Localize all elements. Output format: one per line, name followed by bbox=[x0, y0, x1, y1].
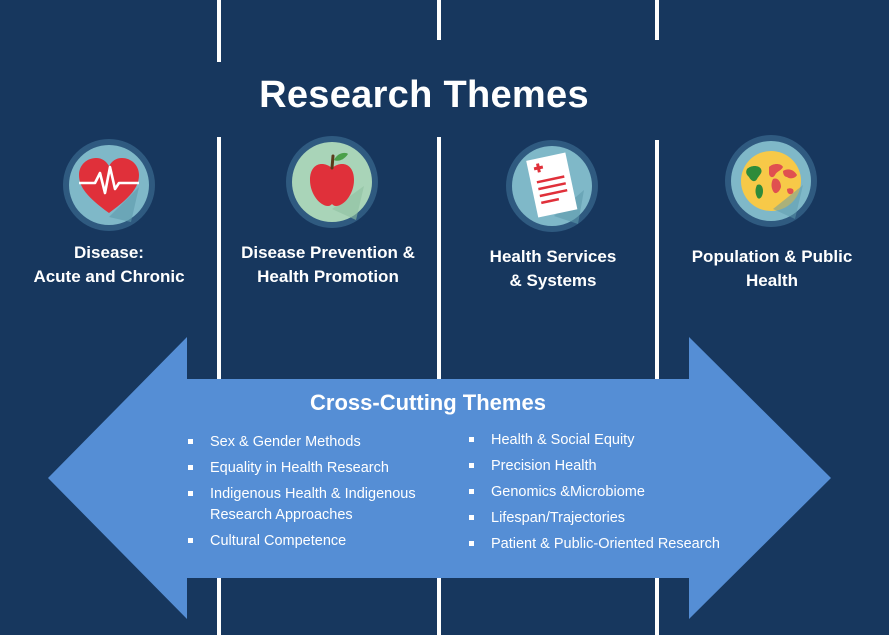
list-item: Health & Social Equity bbox=[467, 430, 767, 451]
list-item: Precision Health bbox=[467, 456, 767, 477]
theme-label-line: Acute and Chronic bbox=[33, 267, 185, 286]
list-item-text: Indigenous Health & Indigenous bbox=[210, 486, 416, 502]
column-divider bbox=[655, 578, 659, 635]
list-item: Equality in Health Research bbox=[186, 458, 466, 479]
apple-icon bbox=[284, 134, 380, 230]
list-item: Cultural Competence bbox=[186, 531, 466, 552]
theme-label-line: Health bbox=[746, 271, 798, 290]
theme-label-line: Health Services bbox=[489, 247, 617, 266]
list-item-text: Lifespan/Trajectories bbox=[491, 510, 626, 526]
list-item-text: Sex & Gender Methods bbox=[210, 434, 361, 450]
column-divider bbox=[655, 0, 659, 40]
column-divider bbox=[437, 0, 441, 40]
list-item: Lifespan/Trajectories bbox=[467, 508, 767, 529]
document-icon bbox=[504, 138, 600, 234]
theme-label-line: & Systems bbox=[509, 271, 597, 290]
list-item: Genomics &Microbiome bbox=[467, 482, 767, 503]
list-item-text: Cultural Competence bbox=[210, 533, 347, 549]
list-item-text: Research Approaches bbox=[210, 507, 353, 523]
theme-label-line: Health Promotion bbox=[257, 267, 399, 286]
cross-cutting-list-right: Health & Social Equity Precision Health … bbox=[467, 430, 767, 560]
theme-label-line: Population & Public bbox=[691, 247, 853, 266]
column-divider bbox=[217, 0, 221, 62]
theme-disease-prevention: Disease Prevention & Health Promotion bbox=[228, 241, 428, 289]
theme-label-line: Disease: bbox=[74, 243, 144, 262]
theme-population-public-health: Population & Public Health bbox=[672, 245, 872, 293]
theme-health-services: Health Services & Systems bbox=[453, 245, 653, 293]
column-divider bbox=[655, 140, 659, 379]
page-title: Research Themes bbox=[259, 74, 589, 116]
theme-label-line: Disease Prevention & bbox=[241, 243, 415, 262]
heart-icon bbox=[61, 137, 157, 233]
list-item-text: Precision Health bbox=[491, 458, 597, 474]
column-divider bbox=[217, 137, 221, 379]
theme-disease-acute-chronic: Disease: Acute and Chronic bbox=[9, 241, 209, 289]
cross-cutting-title: Cross-Cutting Themes bbox=[310, 390, 546, 415]
column-divider bbox=[437, 137, 441, 379]
list-item: Sex & Gender Methods bbox=[186, 432, 466, 453]
list-item-text: Equality in Health Research bbox=[210, 460, 389, 476]
column-divider bbox=[217, 578, 221, 635]
list-item-text: Patient & Public-Oriented Research bbox=[491, 536, 720, 552]
column-divider bbox=[437, 578, 441, 635]
cross-cutting-list-left: Sex & Gender Methods Equality in Health … bbox=[186, 432, 466, 557]
list-item-text: Health & Social Equity bbox=[491, 432, 635, 448]
world-map-icon bbox=[723, 133, 819, 229]
list-item-text: Genomics &Microbiome bbox=[491, 484, 645, 500]
list-item: Patient & Public-Oriented Research bbox=[467, 534, 767, 555]
